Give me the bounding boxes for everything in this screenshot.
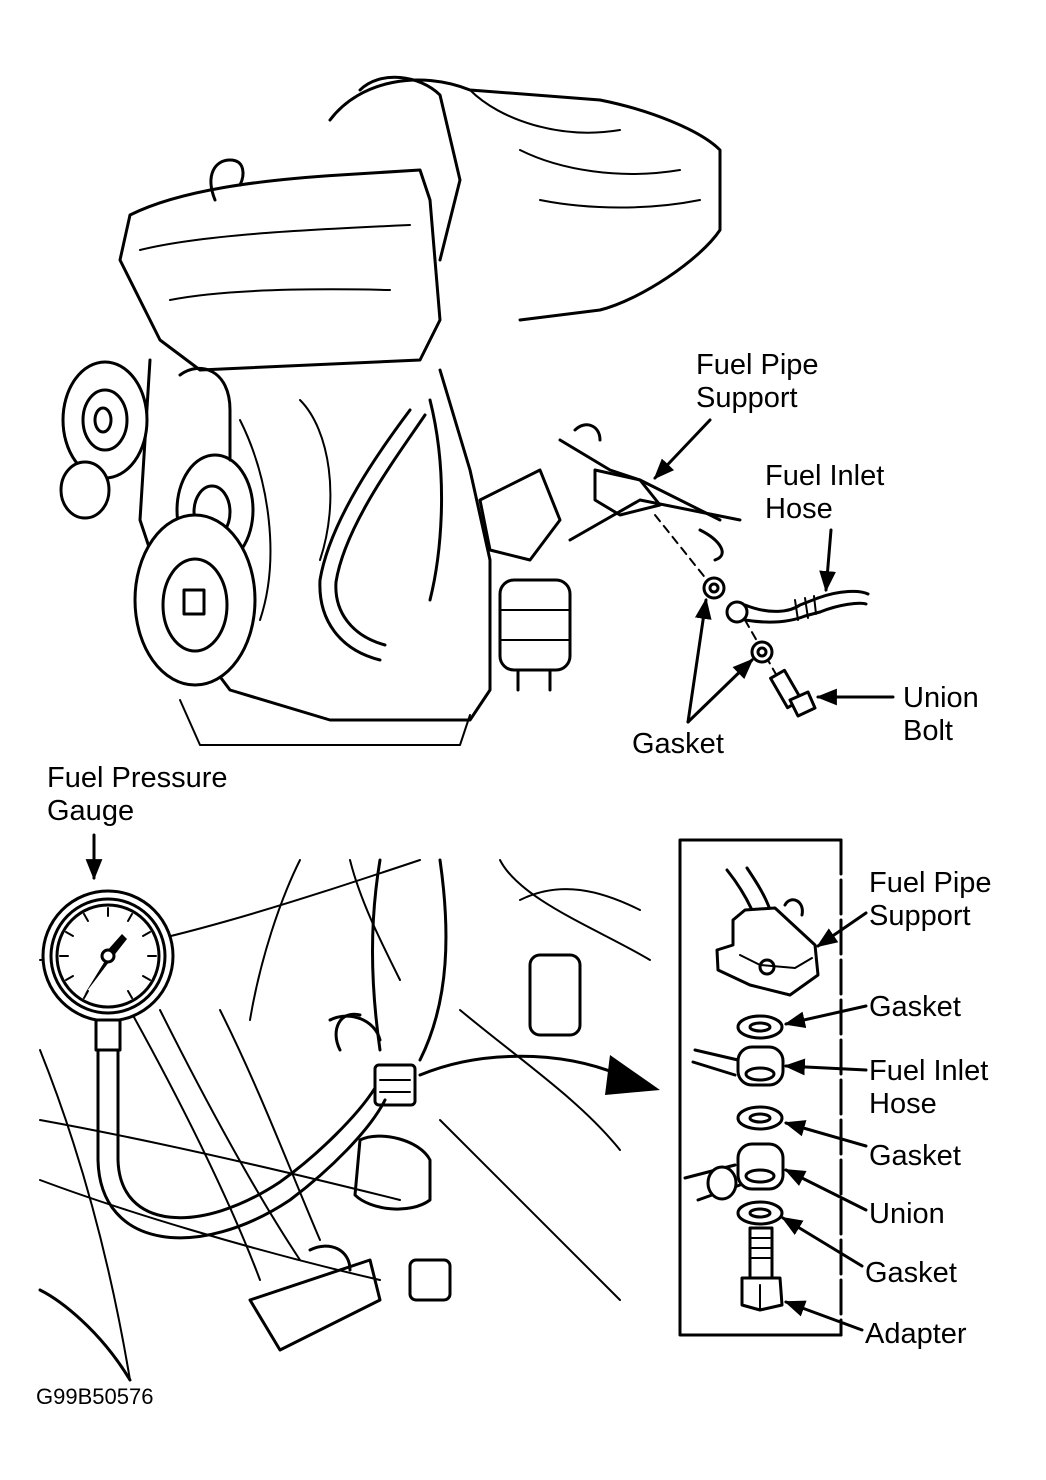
leader-gasket-a [686, 597, 712, 724]
top-leaders [653, 418, 895, 724]
label-inset-gasket-2: Gasket [869, 1140, 961, 1172]
leader-fuel-pipe-support [653, 418, 712, 480]
leader-gasket-b [686, 658, 754, 724]
label-fuel-pipe-support: Fuel Pipe Support [696, 349, 819, 414]
label-inset-gasket-1: Gasket [869, 991, 961, 1023]
label-inset-adapter: Adapter [865, 1318, 967, 1350]
label-inset-union: Union [869, 1198, 945, 1230]
bottom-scene-illustration [38, 858, 660, 1382]
leader-inset-adapter [784, 1300, 864, 1332]
gauge-needle [84, 956, 112, 995]
label-fuel-pressure-gauge: Fuel Pressure Gauge [47, 762, 228, 827]
fuel-pressure-gauge [41, 833, 387, 1240]
engine-illustration [59, 75, 786, 746]
leader-inset-gasket-2 [783, 1120, 868, 1148]
leader-inset-gasket-3 [781, 1216, 864, 1268]
detail-inset [678, 838, 843, 1337]
label-inset-gasket-3: Gasket [865, 1257, 957, 1289]
leader-inset-gasket-1 [783, 1004, 868, 1029]
gauge-ticks [59, 907, 157, 999]
leader-fuel-inlet-hose [819, 528, 836, 593]
leader-inset-fuel-inlet-hose [783, 1058, 868, 1076]
label-inset-fuel-pipe-support: Fuel Pipe Support [869, 867, 992, 932]
figure-id: G99B50576 [36, 1384, 154, 1409]
inset-leaders [781, 911, 868, 1332]
label-union-bolt: Union Bolt [903, 682, 979, 747]
label-fuel-inlet-hose: Fuel Inlet Hose [765, 460, 885, 525]
leader-inset-union [784, 1168, 868, 1212]
label-inset-fuel-inlet-hose: Fuel Inlet Hose [869, 1055, 989, 1120]
label-gasket: Gasket [632, 728, 724, 760]
leader-inset-fuel-pipe-support [816, 911, 868, 948]
top-exploded-parts [702, 576, 870, 718]
